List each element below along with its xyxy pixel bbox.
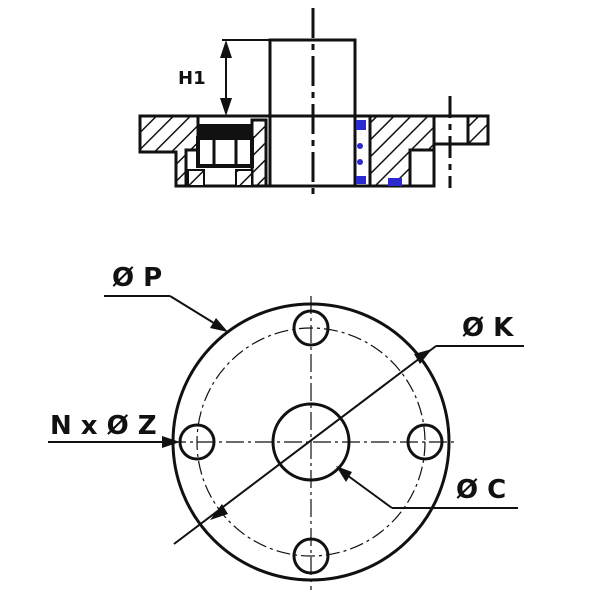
section-bolt-head (198, 124, 252, 138)
h1-label: H1 (178, 68, 206, 89)
k-label: Ø K (462, 313, 514, 343)
nz-label: N x Ø Z (50, 411, 157, 441)
section-bolt-body (196, 136, 254, 168)
p-label: Ø P (112, 263, 162, 293)
c-label: Ø C (456, 475, 506, 505)
section-flange-outline (138, 114, 490, 188)
section-hatch-right-end (466, 114, 490, 146)
section-hatch-right (368, 114, 436, 188)
front-view: Ø K Ø P N x Ø Z Ø C (48, 263, 524, 590)
section-view: H1 (138, 8, 490, 200)
section-hatch-left-inner (250, 118, 268, 188)
section-seal (356, 120, 402, 186)
